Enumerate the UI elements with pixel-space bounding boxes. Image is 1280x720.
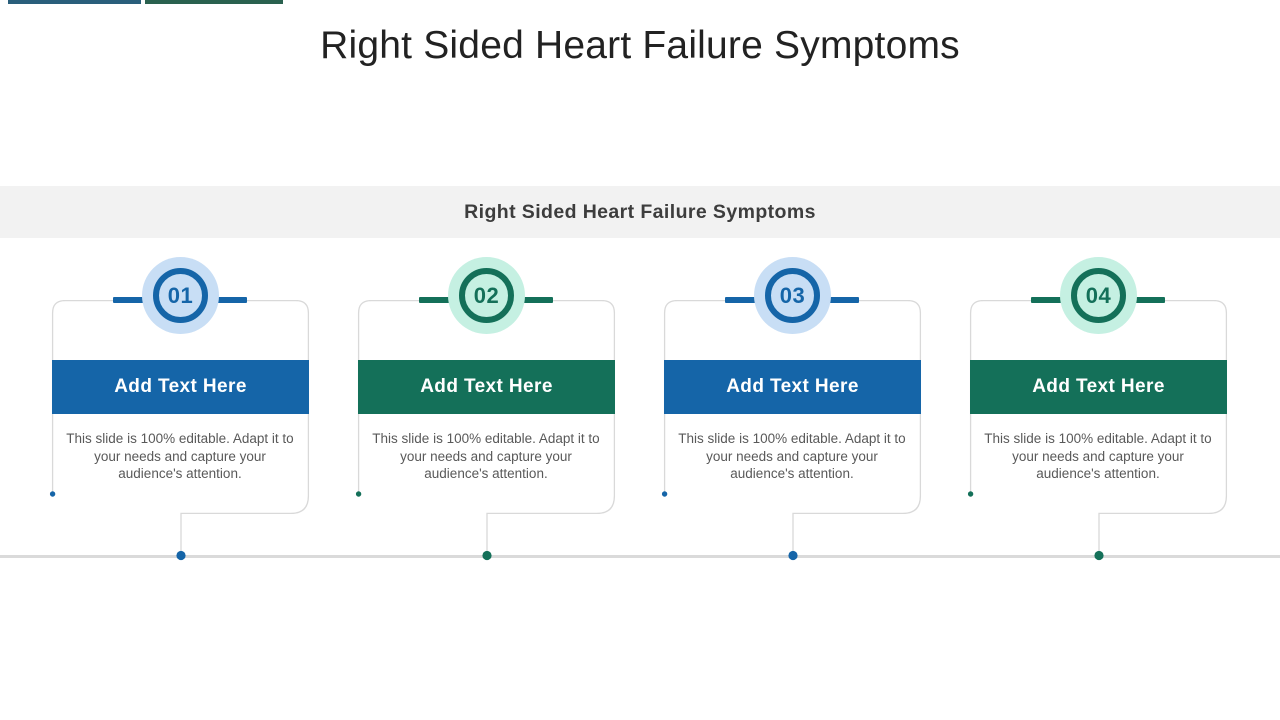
step-ring: 03 bbox=[765, 268, 820, 323]
dash-left bbox=[113, 297, 146, 303]
card-outline bbox=[49, 300, 310, 561]
card-header[interactable]: Add Text Here bbox=[358, 360, 615, 414]
accent-bar-blue bbox=[8, 0, 141, 4]
card-body-text[interactable]: This slide is 100% editable. Adapt it to… bbox=[66, 431, 294, 481]
card-header-label: Add Text Here bbox=[114, 376, 247, 397]
step-ring: 04 bbox=[1071, 268, 1126, 323]
step-badge: 02 bbox=[448, 257, 525, 334]
step-badge: 01 bbox=[142, 257, 219, 334]
card-left-end-dot bbox=[355, 491, 362, 497]
step-badge: 04 bbox=[1060, 257, 1137, 334]
banner: Right Sided Heart Failure Symptoms bbox=[0, 186, 1280, 238]
card-header[interactable]: Add Text Here bbox=[52, 360, 309, 414]
timeline-dot bbox=[176, 550, 186, 561]
accent-bar-green bbox=[145, 0, 283, 4]
card-outline bbox=[661, 300, 922, 561]
step-number: 04 bbox=[1085, 282, 1112, 308]
card-left-end-dot bbox=[967, 491, 974, 497]
step-ring: 01 bbox=[153, 268, 208, 323]
dash-right bbox=[213, 297, 247, 303]
dash-right bbox=[519, 297, 553, 303]
timeline-dot bbox=[788, 550, 798, 561]
page-title: Right Sided Heart Failure Symptoms bbox=[320, 24, 960, 67]
card-4: 04 Add Text Here This slide is 100% edit… bbox=[967, 256, 1228, 566]
card-header-label: Add Text Here bbox=[726, 376, 859, 397]
dash-left bbox=[419, 297, 452, 303]
card-left-end-dot bbox=[661, 491, 668, 497]
dash-right bbox=[825, 297, 859, 303]
card-outline bbox=[967, 300, 1228, 561]
dash-left bbox=[1031, 297, 1064, 303]
timeline-dot bbox=[482, 550, 492, 561]
card-left-end-dot bbox=[49, 491, 56, 497]
card-header[interactable]: Add Text Here bbox=[664, 360, 921, 414]
dash-right bbox=[1131, 297, 1165, 303]
card-outline bbox=[355, 300, 616, 561]
step-number: 02 bbox=[473, 282, 500, 308]
card-header-label: Add Text Here bbox=[420, 376, 553, 397]
dash-left bbox=[725, 297, 758, 303]
card-body-text[interactable]: This slide is 100% editable. Adapt it to… bbox=[678, 431, 906, 481]
timeline bbox=[0, 555, 1280, 558]
card-header[interactable]: Add Text Here bbox=[970, 360, 1227, 414]
step-ring: 02 bbox=[459, 268, 514, 323]
step-number: 01 bbox=[167, 282, 194, 308]
card-2: 02 Add Text Here This slide is 100% edit… bbox=[355, 256, 616, 566]
card-1: 01 Add Text Here This slide is 100% edit… bbox=[49, 256, 310, 566]
card-3: 03 Add Text Here This slide is 100% edit… bbox=[661, 256, 922, 566]
timeline-dot bbox=[1094, 550, 1104, 561]
card-header-label: Add Text Here bbox=[1032, 376, 1165, 397]
card-body-text[interactable]: This slide is 100% editable. Adapt it to… bbox=[372, 431, 600, 481]
step-number: 03 bbox=[779, 282, 806, 308]
card-body-text[interactable]: This slide is 100% editable. Adapt it to… bbox=[984, 431, 1212, 481]
step-badge: 03 bbox=[754, 257, 831, 334]
banner-title: Right Sided Heart Failure Symptoms bbox=[464, 200, 816, 223]
